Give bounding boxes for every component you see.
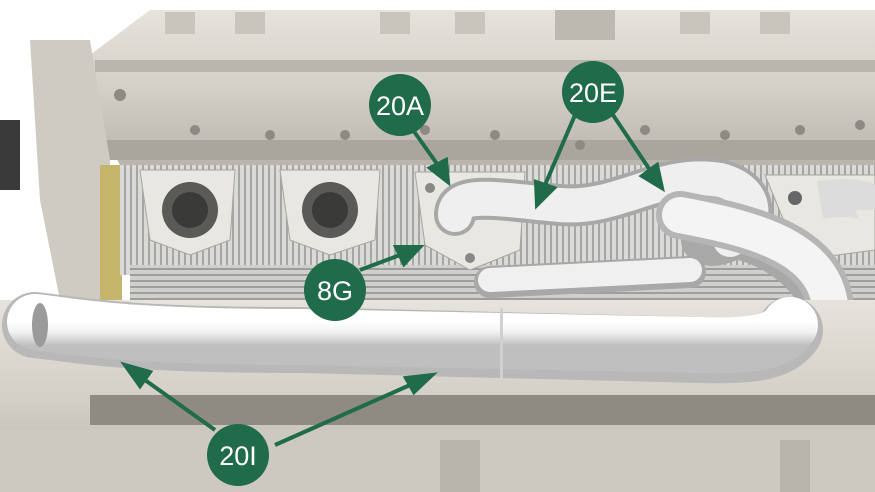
exhaust-pipe-20I xyxy=(2,292,823,384)
callout-20I-label: 20I xyxy=(219,441,257,471)
callout-20I: 20I xyxy=(207,424,269,486)
dark-part xyxy=(0,120,20,190)
callout-arrows xyxy=(120,113,665,447)
callout-8G-label: 8G xyxy=(317,276,353,306)
exhaust-port-1 xyxy=(139,169,236,256)
callout-20E-label: 20E xyxy=(569,78,617,108)
callout-8G: 8G xyxy=(304,259,366,321)
engine-casing-top xyxy=(90,10,875,165)
exhaust-port-2 xyxy=(279,169,381,256)
callout-20E: 20E xyxy=(562,61,624,123)
callout-20A-label: 20A xyxy=(376,91,424,121)
callout-20A: 20A xyxy=(369,74,431,136)
engine-lower-crankcase xyxy=(0,300,875,492)
engine-left-housing xyxy=(0,40,122,315)
